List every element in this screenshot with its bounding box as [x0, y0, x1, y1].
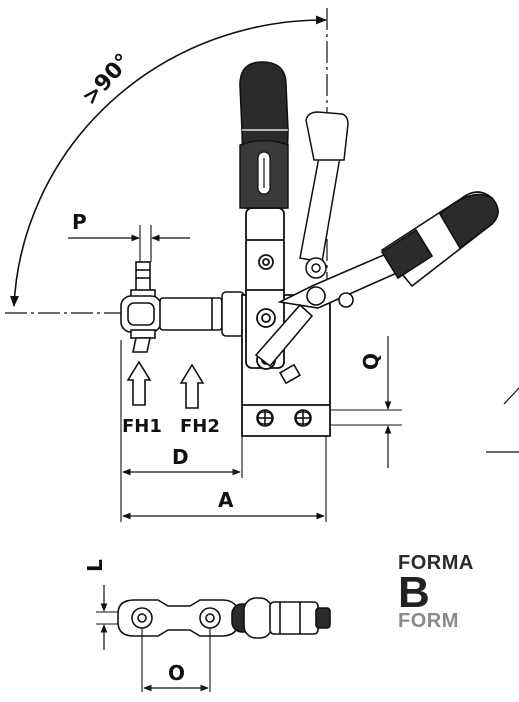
force-fh1-label: FH1 [122, 416, 162, 437]
dimension-l-label: L [83, 559, 107, 572]
dimension-o-label: O [168, 661, 185, 685]
mounting-holes [256, 409, 312, 427]
variant-forma: FORMA [398, 552, 474, 574]
spindle [120, 261, 162, 353]
variant-letter: B [398, 568, 430, 617]
dimension-q-label: Q [359, 353, 383, 370]
angle-arc [10, 15, 328, 308]
force-arrow-fh2 [179, 363, 205, 409]
angle-label: >90° [77, 49, 136, 110]
dimension-a-label: A [218, 488, 234, 512]
clamp-arm [159, 291, 245, 337]
force-arrow-fh1 [126, 360, 152, 406]
variant-label: FORMA B FORM [398, 553, 474, 631]
dimension-p-label: P [72, 210, 87, 234]
linkage [254, 303, 314, 385]
lever-open-position [299, 111, 349, 279]
top-view [117, 597, 331, 639]
variant-form: FORM [398, 610, 459, 632]
handle-grip-angled [277, 191, 499, 309]
dimension-d-label: D [172, 445, 189, 469]
force-fh2-label: FH2 [180, 416, 220, 437]
handle-grip-vertical [239, 61, 289, 209]
